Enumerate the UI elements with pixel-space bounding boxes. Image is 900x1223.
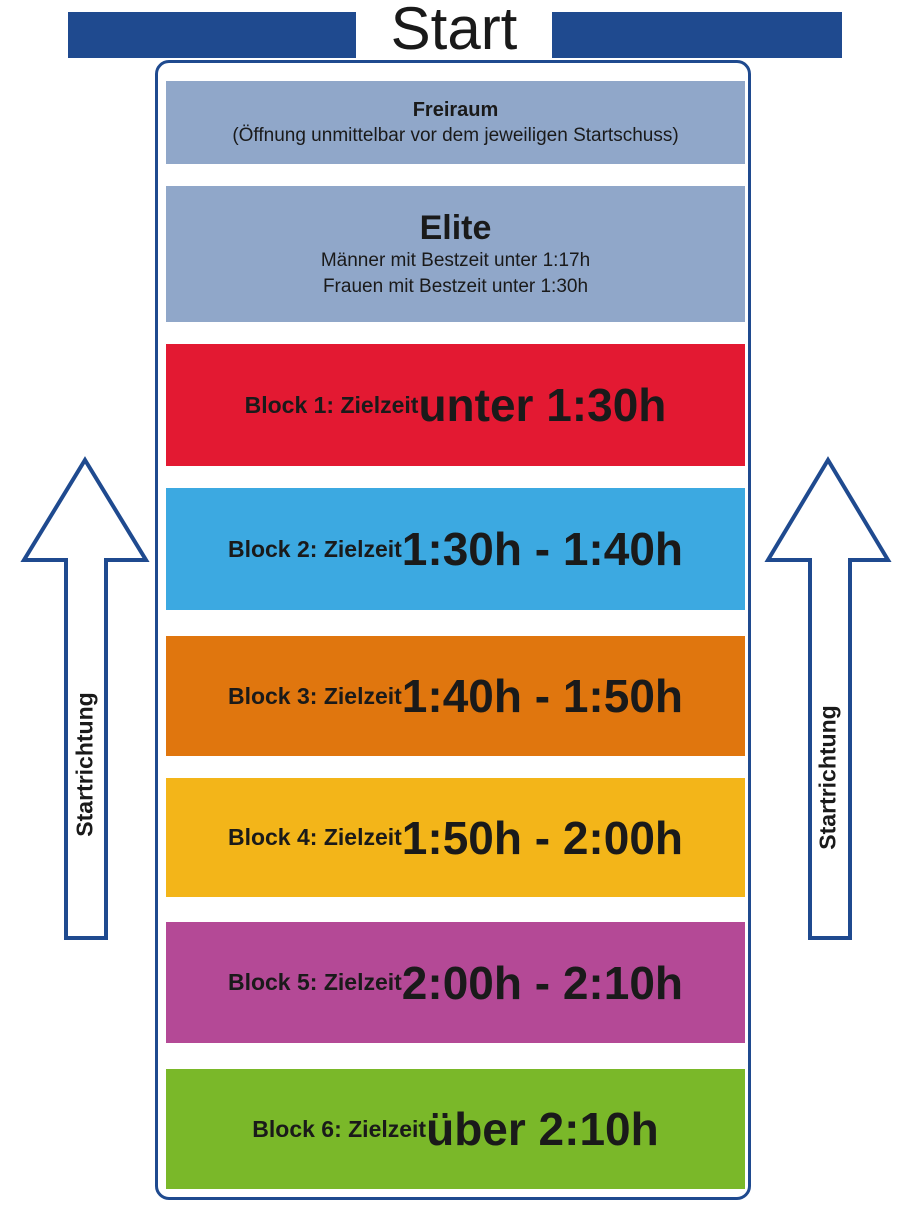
start-direction-label-left: Startrichtung — [71, 692, 98, 837]
freiraum-note: (Öffnung unmittelbar vor dem jeweiligen … — [232, 124, 679, 146]
block-6: Block 6: Zielzeit über 2:10h — [166, 1069, 745, 1189]
start-direction-arrow-left: Startrichtung — [20, 454, 150, 944]
arrow-up-icon — [20, 456, 150, 940]
elite-title: Elite — [419, 209, 492, 247]
block-5-time: 2:00h - 2:10h — [401, 956, 684, 1009]
block-2-time: 1:30h - 1:40h — [401, 523, 684, 575]
arrow-up-icon — [764, 456, 892, 940]
block-6-label: Block 6: Zielzeit — [252, 1115, 427, 1142]
block-4-label: Block 4: Zielzeit — [227, 824, 402, 850]
block-3-time: 1:40h - 1:50h — [401, 670, 684, 722]
start-direction-label-right: Startrichtung — [814, 705, 841, 850]
freiraum-title: Freiraum — [412, 98, 499, 121]
block-5: Block 5: Zielzeit 2:00h - 2:10h — [166, 922, 745, 1043]
elite-men-criteria: Männer mit Bestzeit unter 1:17h — [320, 250, 591, 271]
block-3-label: Block 3: Zielzeit — [227, 682, 402, 709]
block-1-time: unter 1:30h — [418, 379, 667, 431]
block-3: Block 3: Zielzeit 1:40h - 1:50h — [166, 636, 745, 756]
block-2: Block 2: Zielzeit 1:30h - 1:40h — [166, 488, 745, 610]
block-1-label: Block 1: Zielzeit — [244, 391, 419, 418]
start-direction-arrow-right: Startrichtung — [764, 454, 894, 944]
elite-women-criteria: Frauen mit Bestzeit unter 1:30h — [322, 276, 589, 297]
block-4: Block 4: Zielzeit 1:50h - 2:00h — [166, 778, 745, 897]
block-1: Block 1: Zielzeit unter 1:30h — [166, 344, 745, 466]
block-5-label: Block 5: Zielzeit — [227, 969, 402, 995]
block-2-label: Block 2: Zielzeit — [227, 535, 402, 562]
block-4-time: 1:50h - 2:00h — [401, 811, 684, 864]
elite-box: Elite Männer mit Bestzeit unter 1:17h Fr… — [166, 186, 745, 322]
start-area-frame — [155, 60, 751, 1200]
start-title: Start — [356, 0, 552, 59]
block-6-time: über 2:10h — [426, 1103, 659, 1155]
freiraum-box: Freiraum (Öffnung unmittelbar vor dem je… — [166, 81, 745, 164]
